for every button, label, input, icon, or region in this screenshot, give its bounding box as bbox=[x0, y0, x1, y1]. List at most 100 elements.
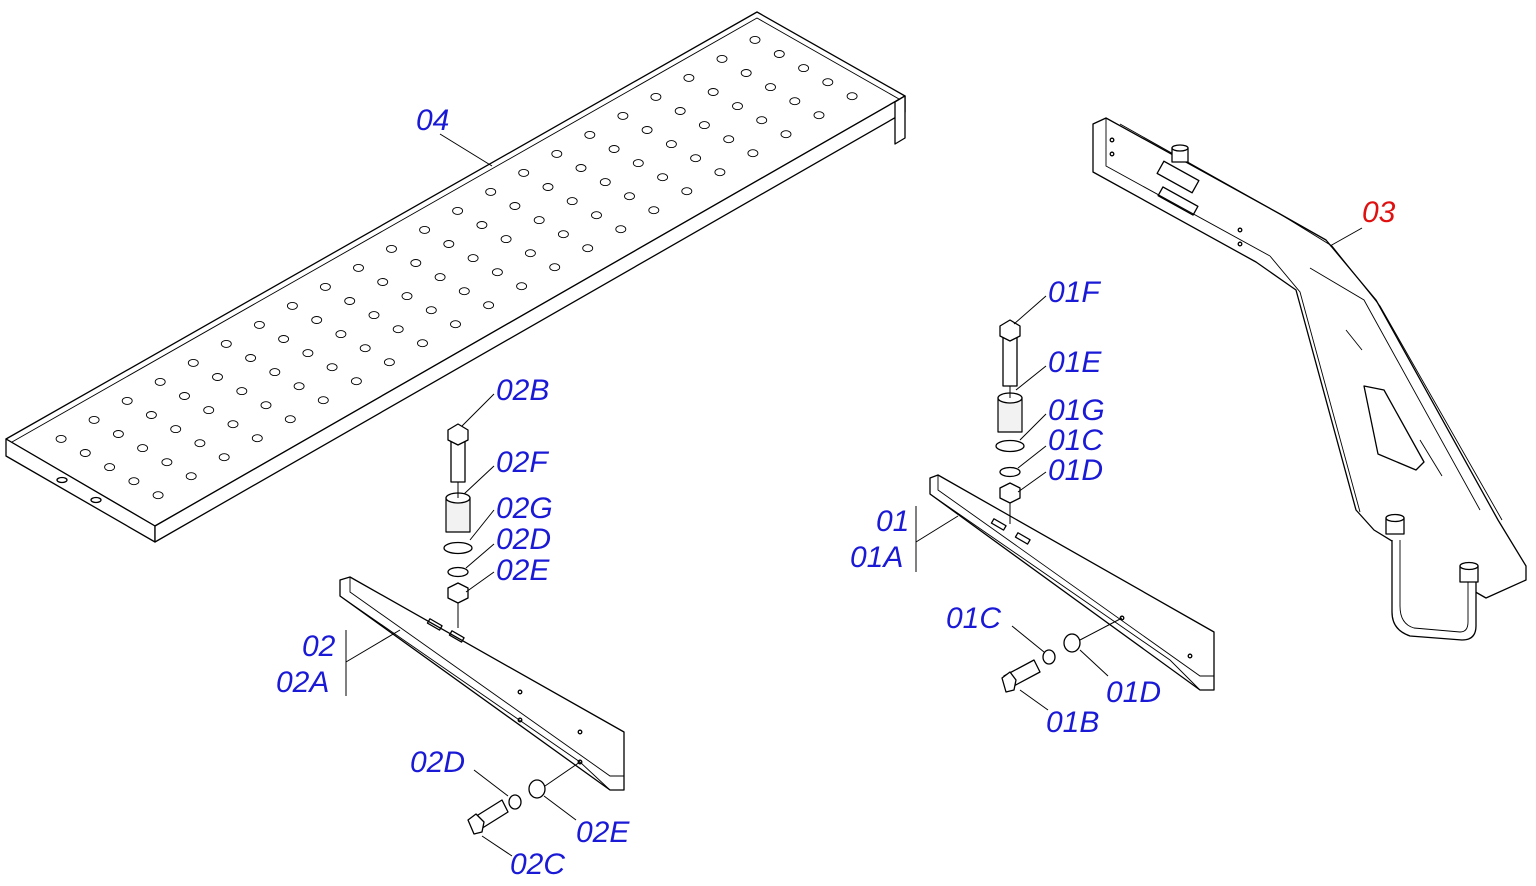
perforation-hole bbox=[483, 301, 495, 310]
perforation-hole bbox=[500, 235, 512, 244]
perforation-hole bbox=[450, 320, 461, 329]
perforation-holes bbox=[55, 35, 858, 500]
perforation-hole bbox=[491, 268, 503, 277]
perforation-hole bbox=[747, 149, 759, 158]
perforation-hole bbox=[773, 50, 785, 58]
perforation-hole bbox=[542, 183, 554, 191]
label-02: 02 bbox=[302, 630, 336, 663]
label-01C-bottom: 01C bbox=[946, 602, 1001, 635]
perforation-hole bbox=[749, 35, 761, 44]
label-01B: 01B bbox=[1046, 706, 1099, 739]
perforation-hole bbox=[551, 149, 563, 158]
label-02C: 02C bbox=[510, 848, 565, 881]
perforation-hole bbox=[152, 491, 164, 500]
perforation-hole bbox=[732, 102, 743, 111]
perforation-hole bbox=[353, 263, 364, 272]
part-labels: 04 03 01F 01E 01G 01C 01D 01 01A 01C 01D… bbox=[276, 104, 1396, 881]
perforation-hole bbox=[617, 111, 629, 120]
perforation-hole bbox=[145, 411, 157, 419]
perforation-hole bbox=[317, 396, 329, 405]
perforation-hole bbox=[377, 278, 389, 286]
perforation-hole bbox=[683, 73, 695, 82]
slot-hole bbox=[90, 496, 102, 504]
perforation-hole bbox=[278, 335, 290, 343]
perforation-hole bbox=[319, 282, 331, 291]
perforation-hole bbox=[608, 145, 620, 153]
perforation-hole bbox=[401, 292, 413, 301]
perforation-hole bbox=[789, 97, 801, 106]
perforation-hole bbox=[434, 273, 446, 282]
perforation-hole bbox=[485, 187, 497, 196]
label-01F: 01F bbox=[1048, 276, 1101, 309]
perforation-hole bbox=[615, 225, 627, 234]
perforation-hole bbox=[269, 368, 281, 377]
perforation-hole bbox=[170, 425, 182, 434]
perforation-hole bbox=[714, 168, 726, 177]
perforation-hole bbox=[245, 354, 257, 362]
lower-hardware-02 bbox=[467, 761, 581, 835]
perforation-hole bbox=[383, 358, 395, 367]
perforation-hole bbox=[533, 216, 545, 225]
perforation-hole bbox=[657, 173, 669, 182]
step-plate-04 bbox=[5, 11, 906, 543]
perforation-hole bbox=[359, 344, 371, 353]
perforation-hole bbox=[648, 206, 660, 215]
perforation-hole bbox=[121, 396, 133, 405]
perforation-hole bbox=[368, 311, 380, 320]
perforation-hole bbox=[212, 373, 223, 381]
perforation-hole bbox=[509, 202, 521, 210]
perforation-hole bbox=[846, 92, 858, 101]
perforation-hole bbox=[218, 453, 230, 462]
label-04: 04 bbox=[416, 104, 449, 137]
perforation-hole bbox=[79, 449, 91, 457]
perforation-hole bbox=[392, 325, 404, 334]
perforation-hole bbox=[740, 69, 752, 77]
label-01D-top: 01D bbox=[1048, 454, 1103, 487]
perforation-hole bbox=[650, 92, 662, 101]
label-02A: 02A bbox=[276, 666, 329, 699]
label-02E-bottom: 02E bbox=[576, 816, 630, 849]
perforation-hole bbox=[179, 392, 190, 400]
perforation-hole bbox=[641, 126, 653, 134]
perforation-hole bbox=[286, 301, 298, 310]
label-01A: 01A bbox=[850, 541, 903, 574]
perforation-hole bbox=[716, 54, 728, 63]
perforation-hole bbox=[344, 297, 356, 305]
perforation-hole bbox=[104, 463, 116, 472]
label-02E-top: 02E bbox=[496, 554, 550, 587]
perforation-hole bbox=[467, 254, 479, 263]
perforation-hole bbox=[161, 458, 173, 467]
perforation-hole bbox=[765, 83, 776, 92]
upper-hardware-01 bbox=[995, 319, 1025, 524]
perforation-hole bbox=[311, 316, 323, 324]
label-02D-bottom: 02D bbox=[410, 746, 465, 779]
perforation-hole bbox=[293, 382, 305, 391]
perforation-hole bbox=[253, 320, 265, 329]
perforation-hole bbox=[236, 387, 248, 396]
perforation-hole bbox=[566, 197, 578, 206]
perforation-hole bbox=[203, 406, 215, 415]
lower-hardware-01 bbox=[1001, 617, 1123, 693]
perforation-hole bbox=[632, 159, 644, 168]
upper-hardware-02 bbox=[443, 423, 473, 628]
perforation-hole bbox=[419, 225, 431, 234]
perforation-hole bbox=[591, 211, 602, 220]
perforation-hole bbox=[220, 339, 232, 348]
leader-lines bbox=[345, 133, 1363, 857]
perforation-hole bbox=[88, 415, 100, 424]
perforation-hole bbox=[260, 401, 272, 410]
perforation-hole bbox=[410, 259, 422, 267]
perforation-hole bbox=[557, 230, 569, 239]
perforation-hole bbox=[822, 78, 834, 87]
perforation-hole bbox=[284, 415, 296, 424]
perforation-hole bbox=[524, 249, 536, 258]
perforation-hole bbox=[665, 140, 677, 149]
perforation-hole bbox=[55, 434, 67, 443]
perforation-hole bbox=[584, 130, 596, 139]
perforation-hole bbox=[425, 306, 437, 315]
perforation-hole bbox=[575, 164, 587, 172]
perforation-hole bbox=[154, 377, 166, 386]
perforation-hole bbox=[458, 287, 470, 296]
label-02D-top: 02D bbox=[496, 523, 551, 556]
